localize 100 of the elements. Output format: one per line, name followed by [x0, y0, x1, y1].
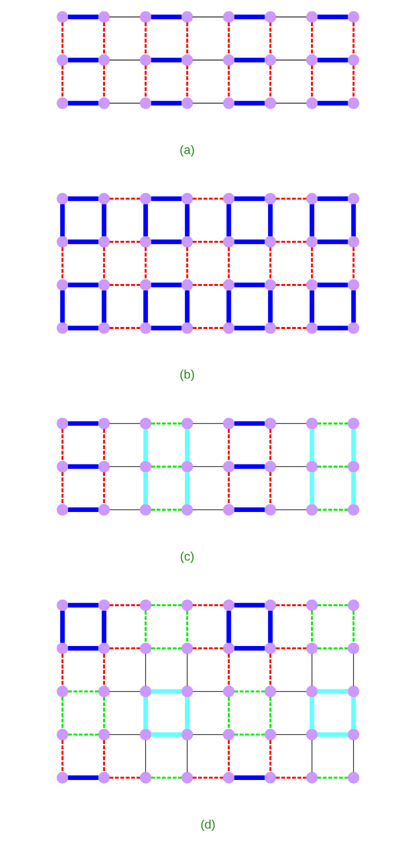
connector [317, 732, 348, 737]
connector [186, 22, 188, 55]
connector [317, 508, 348, 511]
connector [145, 654, 146, 686]
connector [310, 472, 314, 504]
connector [351, 697, 356, 730]
connector [192, 240, 224, 243]
connector [352, 22, 354, 55]
connector [192, 198, 224, 200]
connector [109, 423, 140, 424]
node-circle [98, 192, 110, 204]
node-circle [56, 97, 68, 109]
connector [228, 472, 230, 504]
node-circle [223, 192, 235, 204]
connector [268, 610, 273, 643]
connector [276, 198, 306, 200]
connector [276, 647, 306, 650]
connector [144, 22, 147, 55]
node-circle [306, 236, 318, 248]
connector [269, 472, 272, 504]
connector [352, 610, 354, 643]
connector [143, 204, 148, 236]
connector [103, 429, 106, 462]
connector [68, 282, 98, 288]
connector [310, 247, 313, 280]
connector [276, 327, 306, 329]
node-circle [181, 236, 193, 248]
node-circle [181, 642, 193, 654]
connector [351, 204, 356, 236]
connector [110, 647, 140, 650]
connector [234, 58, 265, 62]
node-circle [140, 11, 152, 23]
node-circle [140, 599, 152, 611]
node-circle [98, 97, 110, 109]
connector [184, 429, 190, 462]
node-circle [56, 11, 68, 23]
connector [310, 290, 314, 323]
node-circle [56, 192, 68, 204]
connector [317, 58, 348, 62]
node-circle [348, 236, 360, 248]
node-circle [306, 97, 318, 109]
node-circle [264, 97, 276, 109]
connector [234, 602, 265, 608]
connector [234, 282, 265, 288]
connector [351, 472, 356, 504]
connector [151, 604, 182, 606]
node-circle [223, 279, 235, 291]
connector [192, 509, 224, 510]
connector [192, 16, 224, 18]
connector [60, 290, 65, 323]
node-circle [140, 418, 152, 430]
connector [192, 327, 224, 329]
connector [317, 14, 348, 20]
connector [68, 775, 98, 780]
connector [317, 604, 348, 606]
label: (c) [180, 549, 194, 564]
connector [68, 239, 98, 244]
node-circle [306, 599, 318, 611]
node-circle [140, 322, 152, 334]
node-circle [264, 599, 276, 611]
connector [192, 102, 224, 104]
connector [62, 472, 64, 504]
connector [353, 654, 354, 686]
connector [68, 602, 98, 608]
connector [317, 466, 348, 468]
connector [269, 66, 272, 98]
connector [62, 429, 64, 462]
connector [186, 247, 188, 280]
node-circle [56, 772, 68, 784]
connector [310, 204, 314, 236]
node-circle [98, 322, 110, 334]
node-circle [98, 236, 110, 248]
node-circle [264, 728, 276, 740]
connector [353, 740, 354, 773]
connector [228, 740, 230, 772]
connector [103, 66, 106, 98]
node-circle [56, 279, 68, 291]
node-circle [98, 54, 110, 66]
connector [310, 610, 313, 643]
node-circle [223, 236, 235, 248]
connector [192, 776, 224, 779]
connector [317, 282, 348, 288]
node-circle [223, 11, 235, 23]
connector [228, 697, 230, 730]
connector [151, 508, 182, 511]
node-circle [264, 11, 276, 23]
connector [186, 654, 188, 686]
node-circle [56, 236, 68, 248]
node-circle [348, 97, 360, 109]
node-circle [348, 642, 360, 654]
connector [234, 464, 265, 469]
connector [276, 284, 306, 286]
connector [143, 697, 148, 730]
connector [228, 66, 230, 98]
connector [317, 100, 348, 106]
connector [317, 196, 348, 201]
connector [103, 22, 106, 55]
node-circle [181, 728, 193, 740]
connector [269, 22, 272, 55]
connector [234, 734, 265, 736]
